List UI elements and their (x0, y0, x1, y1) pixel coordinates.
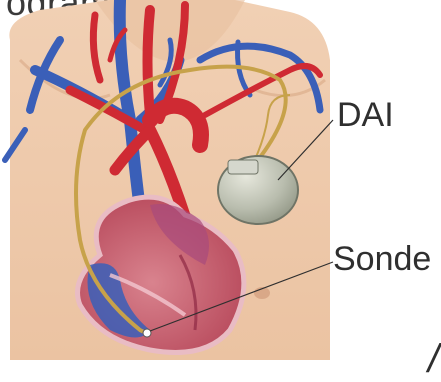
dai-label: DAI (337, 96, 394, 135)
corner-glyph: / (428, 337, 439, 382)
lead-tip (143, 329, 151, 337)
sonde-label: Sonde (333, 240, 431, 279)
icd-device (218, 156, 298, 224)
